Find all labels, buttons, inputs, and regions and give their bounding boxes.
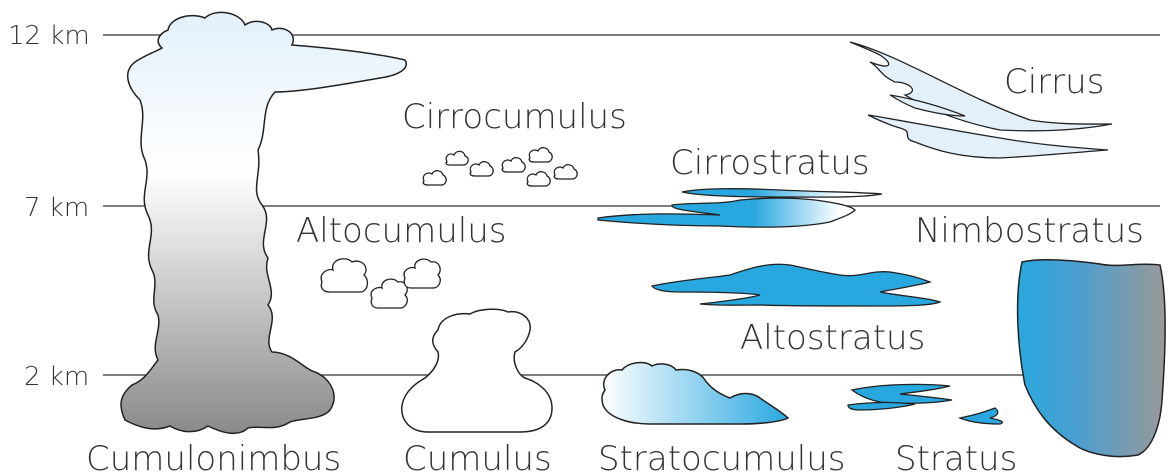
cumulonimbus-cloud bbox=[120, 11, 407, 435]
altostratus-cloud bbox=[650, 263, 942, 307]
label-altocumulus: Altocumulus bbox=[296, 211, 506, 251]
label-altostratus: Altostratus bbox=[740, 318, 925, 358]
label-cumulus: Cumulus bbox=[403, 439, 552, 476]
labels: 12 km 7 km 2 km Cirrocumulus Cirrus Cirr… bbox=[8, 21, 1144, 476]
altitude-label-12km: 12 km bbox=[8, 21, 90, 51]
label-cirrocumulus: Cirrocumulus bbox=[402, 97, 627, 137]
stratus-cloud bbox=[847, 383, 1004, 425]
cirrus-cloud bbox=[849, 41, 1113, 159]
altitude-label-7km: 7 km bbox=[24, 193, 89, 223]
label-cumulonimbus: Cumulonimbus bbox=[86, 439, 341, 476]
altitude-label-2km: 2 km bbox=[24, 362, 89, 392]
label-cirrus: Cirrus bbox=[1004, 62, 1104, 102]
nimbostratus-cloud bbox=[1016, 259, 1166, 458]
label-stratocumulus: Stratocumulus bbox=[598, 439, 845, 476]
label-cirrostratus: Cirrostratus bbox=[670, 143, 870, 183]
label-stratus: Stratus bbox=[895, 439, 1017, 476]
cumulus-cloud bbox=[401, 308, 553, 433]
altocumulus-cloud bbox=[320, 258, 441, 309]
label-nimbostratus: Nimbostratus bbox=[915, 211, 1144, 251]
stratocumulus-cloud bbox=[601, 361, 790, 425]
cirrocumulus-cloud bbox=[422, 147, 578, 187]
cirrostratus-cloud bbox=[597, 188, 883, 228]
